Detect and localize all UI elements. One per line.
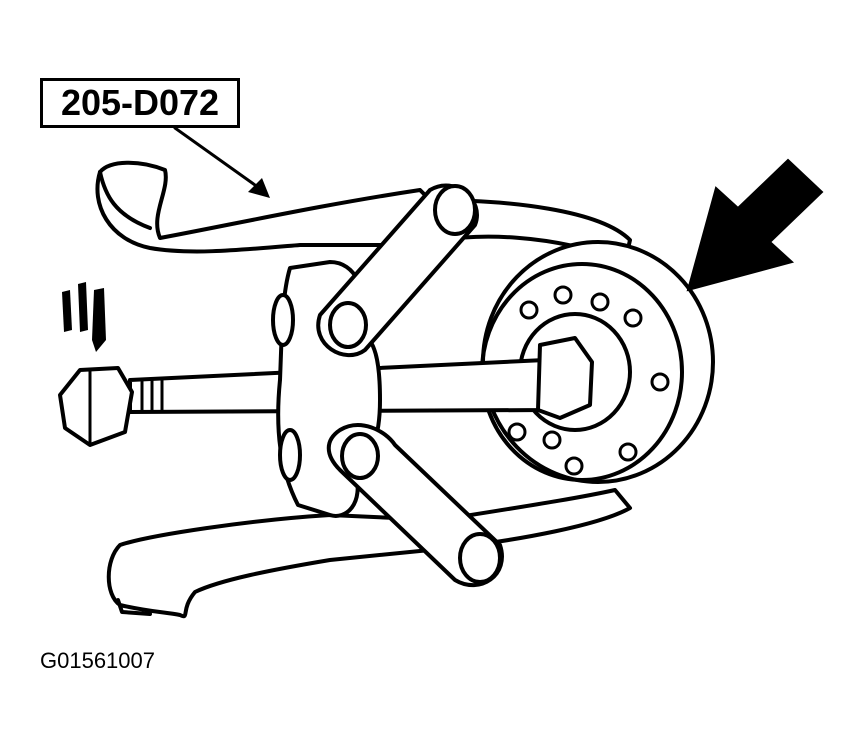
lower-jaw-hook [116, 598, 152, 616]
yoke-side-boss-bottom [278, 428, 302, 482]
label-leader-line [173, 126, 264, 192]
upper-pivot-pin-top [433, 184, 477, 236]
lower-pivot-pin-bottom [458, 532, 502, 584]
figure-id-caption: G01561007 [40, 648, 155, 673]
lower-pivot-pin-top [340, 432, 380, 480]
hub-nut-icon [536, 336, 594, 420]
leader-arrowhead [248, 178, 270, 198]
bolt-holes [507, 285, 670, 476]
screw-hex-head-icon [58, 366, 134, 447]
upper-jaw-arm [95, 160, 632, 264]
screw-threads [140, 377, 164, 414]
rotation-marks-icon [62, 282, 106, 352]
yoke-side-boss-top [271, 293, 295, 347]
tool-number-text: 205-D072 [60, 82, 220, 123]
lower-jaw-arm [106, 488, 632, 619]
tool-number-label: 205-D072 [40, 78, 240, 128]
upper-pivot-pin-bottom [328, 301, 368, 349]
upper-jaw-hook [98, 170, 152, 230]
direction-arrow-icon [686, 158, 824, 292]
